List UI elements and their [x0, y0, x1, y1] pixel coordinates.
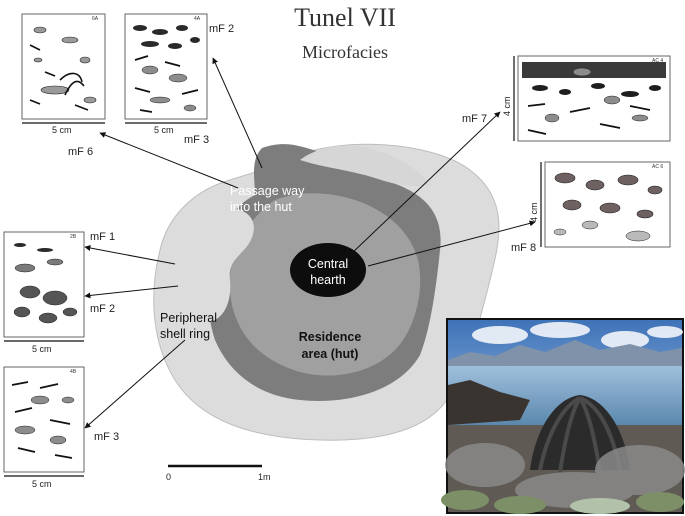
label-mf2-top: mF 2 — [209, 23, 234, 35]
peripheral-label-line2: shell ring — [160, 327, 210, 341]
residence-label-line1: Residence — [299, 330, 362, 344]
thin-section-4A-code: 4A — [194, 16, 201, 22]
scale-bar-end: 1m — [258, 472, 271, 482]
arrow-mf1 — [84, 245, 176, 265]
arrow-mf3-bottom — [84, 339, 186, 429]
passage-label-line1: Passage way — [230, 184, 305, 198]
label-mf8: mF 8 — [511, 242, 536, 254]
thin-section-4A-scale: 5 cm — [154, 125, 174, 135]
thin-section-AC6-scale: 4 cm — [529, 202, 539, 222]
thin-section-6A-scale: 5 cm — [52, 125, 72, 135]
thin-section-2B-scale: 5 cm — [32, 344, 52, 354]
arrows — [84, 57, 536, 429]
label-mf7: mF 7 — [462, 113, 487, 125]
thin-section-AC4-scale: 4 cm — [502, 96, 512, 116]
thin-section-6A-code: 6A — [92, 16, 99, 22]
label-mf1: mF 1 — [90, 231, 115, 243]
label-mf2-left: mF 2 — [90, 303, 115, 315]
peripheral-label-line1: Peripheral — [160, 311, 217, 325]
scale-bar: 0 1m — [166, 464, 271, 482]
thin-section-AC6-code: AC 6 — [652, 164, 663, 170]
thin-section-4B: 4B 5 cm — [3, 366, 85, 489]
passage-way-light-patch — [300, 145, 430, 187]
label-mf3-top: mF 3 — [184, 134, 209, 146]
label-mf3-bottom: mF 3 — [94, 431, 119, 443]
arrow-mf6 — [99, 132, 239, 189]
diagram-subtitle: Microfacies — [302, 42, 388, 62]
label-mf6: mF 6 — [68, 146, 93, 158]
thin-section-2B: 2B 5 cm — [3, 231, 85, 354]
thin-section-4B-code: 4B — [70, 369, 77, 375]
hut-reconstruction — [530, 395, 630, 470]
landscape-photo — [441, 318, 685, 514]
arrow-mf7 — [349, 111, 501, 256]
passage-label-line2: into the hut — [230, 200, 292, 214]
arrow-mf8 — [367, 220, 536, 267]
thin-section-AC6: AC 6 4 cm — [529, 161, 671, 248]
hearth-label-line1: Central — [308, 257, 348, 271]
passage-left-tongue — [163, 208, 254, 323]
thin-section-2B-code: 2B — [70, 234, 77, 240]
arrow-mf2-top — [212, 57, 263, 169]
thin-section-AC4-code: AC 4 — [652, 58, 663, 64]
thin-section-AC4: AC 4 4 cm — [502, 55, 671, 142]
thin-section-6A: 6A 5 cm — [21, 13, 106, 135]
residence-label-line2: area (hut) — [302, 347, 359, 361]
hearth-label-line2: hearth — [310, 273, 345, 287]
scale-bar-start: 0 — [166, 472, 171, 482]
diagram-title: Tunel VII — [294, 3, 396, 32]
thin-section-4B-scale: 5 cm — [32, 479, 52, 489]
thin-section-4A: 4A 5 cm — [124, 13, 208, 135]
central-hearth — [290, 243, 366, 297]
hut-plan — [153, 143, 500, 441]
arrow-mf2-left — [84, 285, 179, 299]
